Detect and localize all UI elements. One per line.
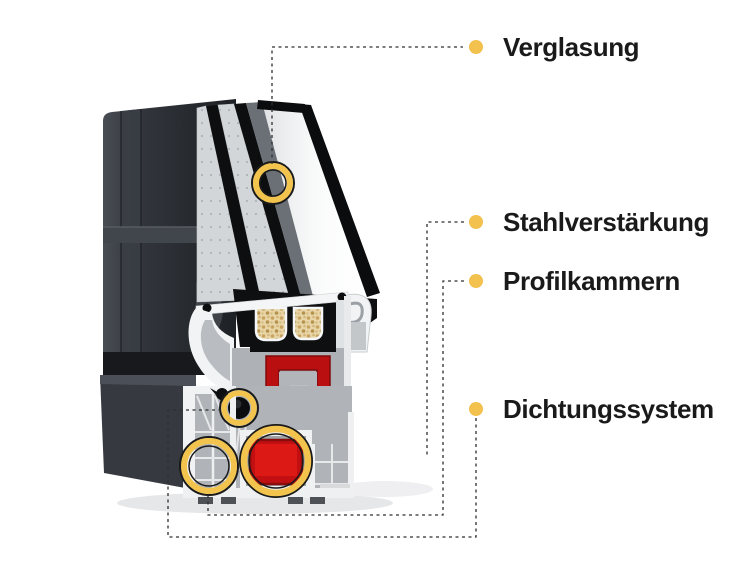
highlight-ring-glazing <box>251 161 295 205</box>
leader-verglasung <box>271 46 463 164</box>
highlight-ring-gasket <box>219 388 259 428</box>
leader-stahlverstaerkung <box>426 221 464 458</box>
glass-edge-seal-1 <box>206 105 261 300</box>
bullet-verglasung <box>469 40 483 54</box>
slab-bottom-block <box>100 375 196 490</box>
desiccant-spacer-2 <box>292 306 324 341</box>
leader-profilkammern <box>207 280 464 516</box>
label-profilkammern: Profilkammern <box>503 266 680 296</box>
bullet-dichtungssystem <box>469 402 483 416</box>
leader-lines <box>167 46 477 538</box>
bullet-stahlverstaerkung <box>469 215 483 229</box>
label-stahlverstaerkung: Stahlverstärkung <box>503 207 710 237</box>
glass-edge-seal-3 <box>299 104 380 297</box>
glass-spacer-edge <box>246 102 318 315</box>
callout-bullets <box>469 40 483 416</box>
seal-nub-frame <box>216 388 228 400</box>
highlight-ring-chambers <box>179 436 239 496</box>
glass-edge-seal-2 <box>234 103 306 314</box>
glazing-unit <box>196 100 380 347</box>
desiccant-spacer-1 <box>254 306 288 342</box>
label-verglasung: Verglasung <box>503 32 640 62</box>
highlight-ring-steel <box>239 424 313 498</box>
seal-nub-left <box>202 303 212 313</box>
bullet-profilkammern <box>469 274 483 288</box>
highlight-rings <box>179 161 313 498</box>
glass-pane-clear <box>262 102 370 315</box>
label-dichtungssystem: Dichtungssystem <box>503 394 714 424</box>
leader-dichtungssystem <box>167 409 477 538</box>
glass-top-seal <box>257 100 305 113</box>
